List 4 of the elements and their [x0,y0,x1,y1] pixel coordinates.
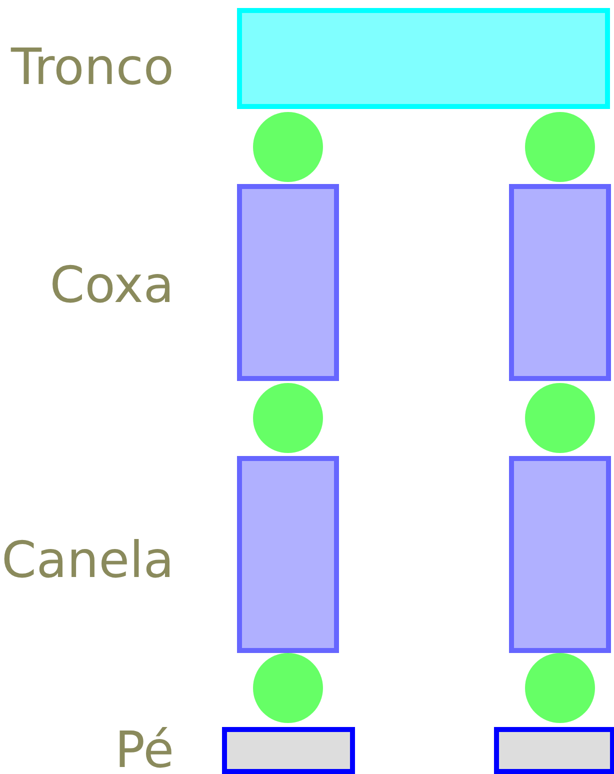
part-label: Pé [114,721,174,774]
part-label: Canela [1,531,174,589]
part-label: Tronco [10,38,174,96]
part-label: Coxa [50,256,174,314]
